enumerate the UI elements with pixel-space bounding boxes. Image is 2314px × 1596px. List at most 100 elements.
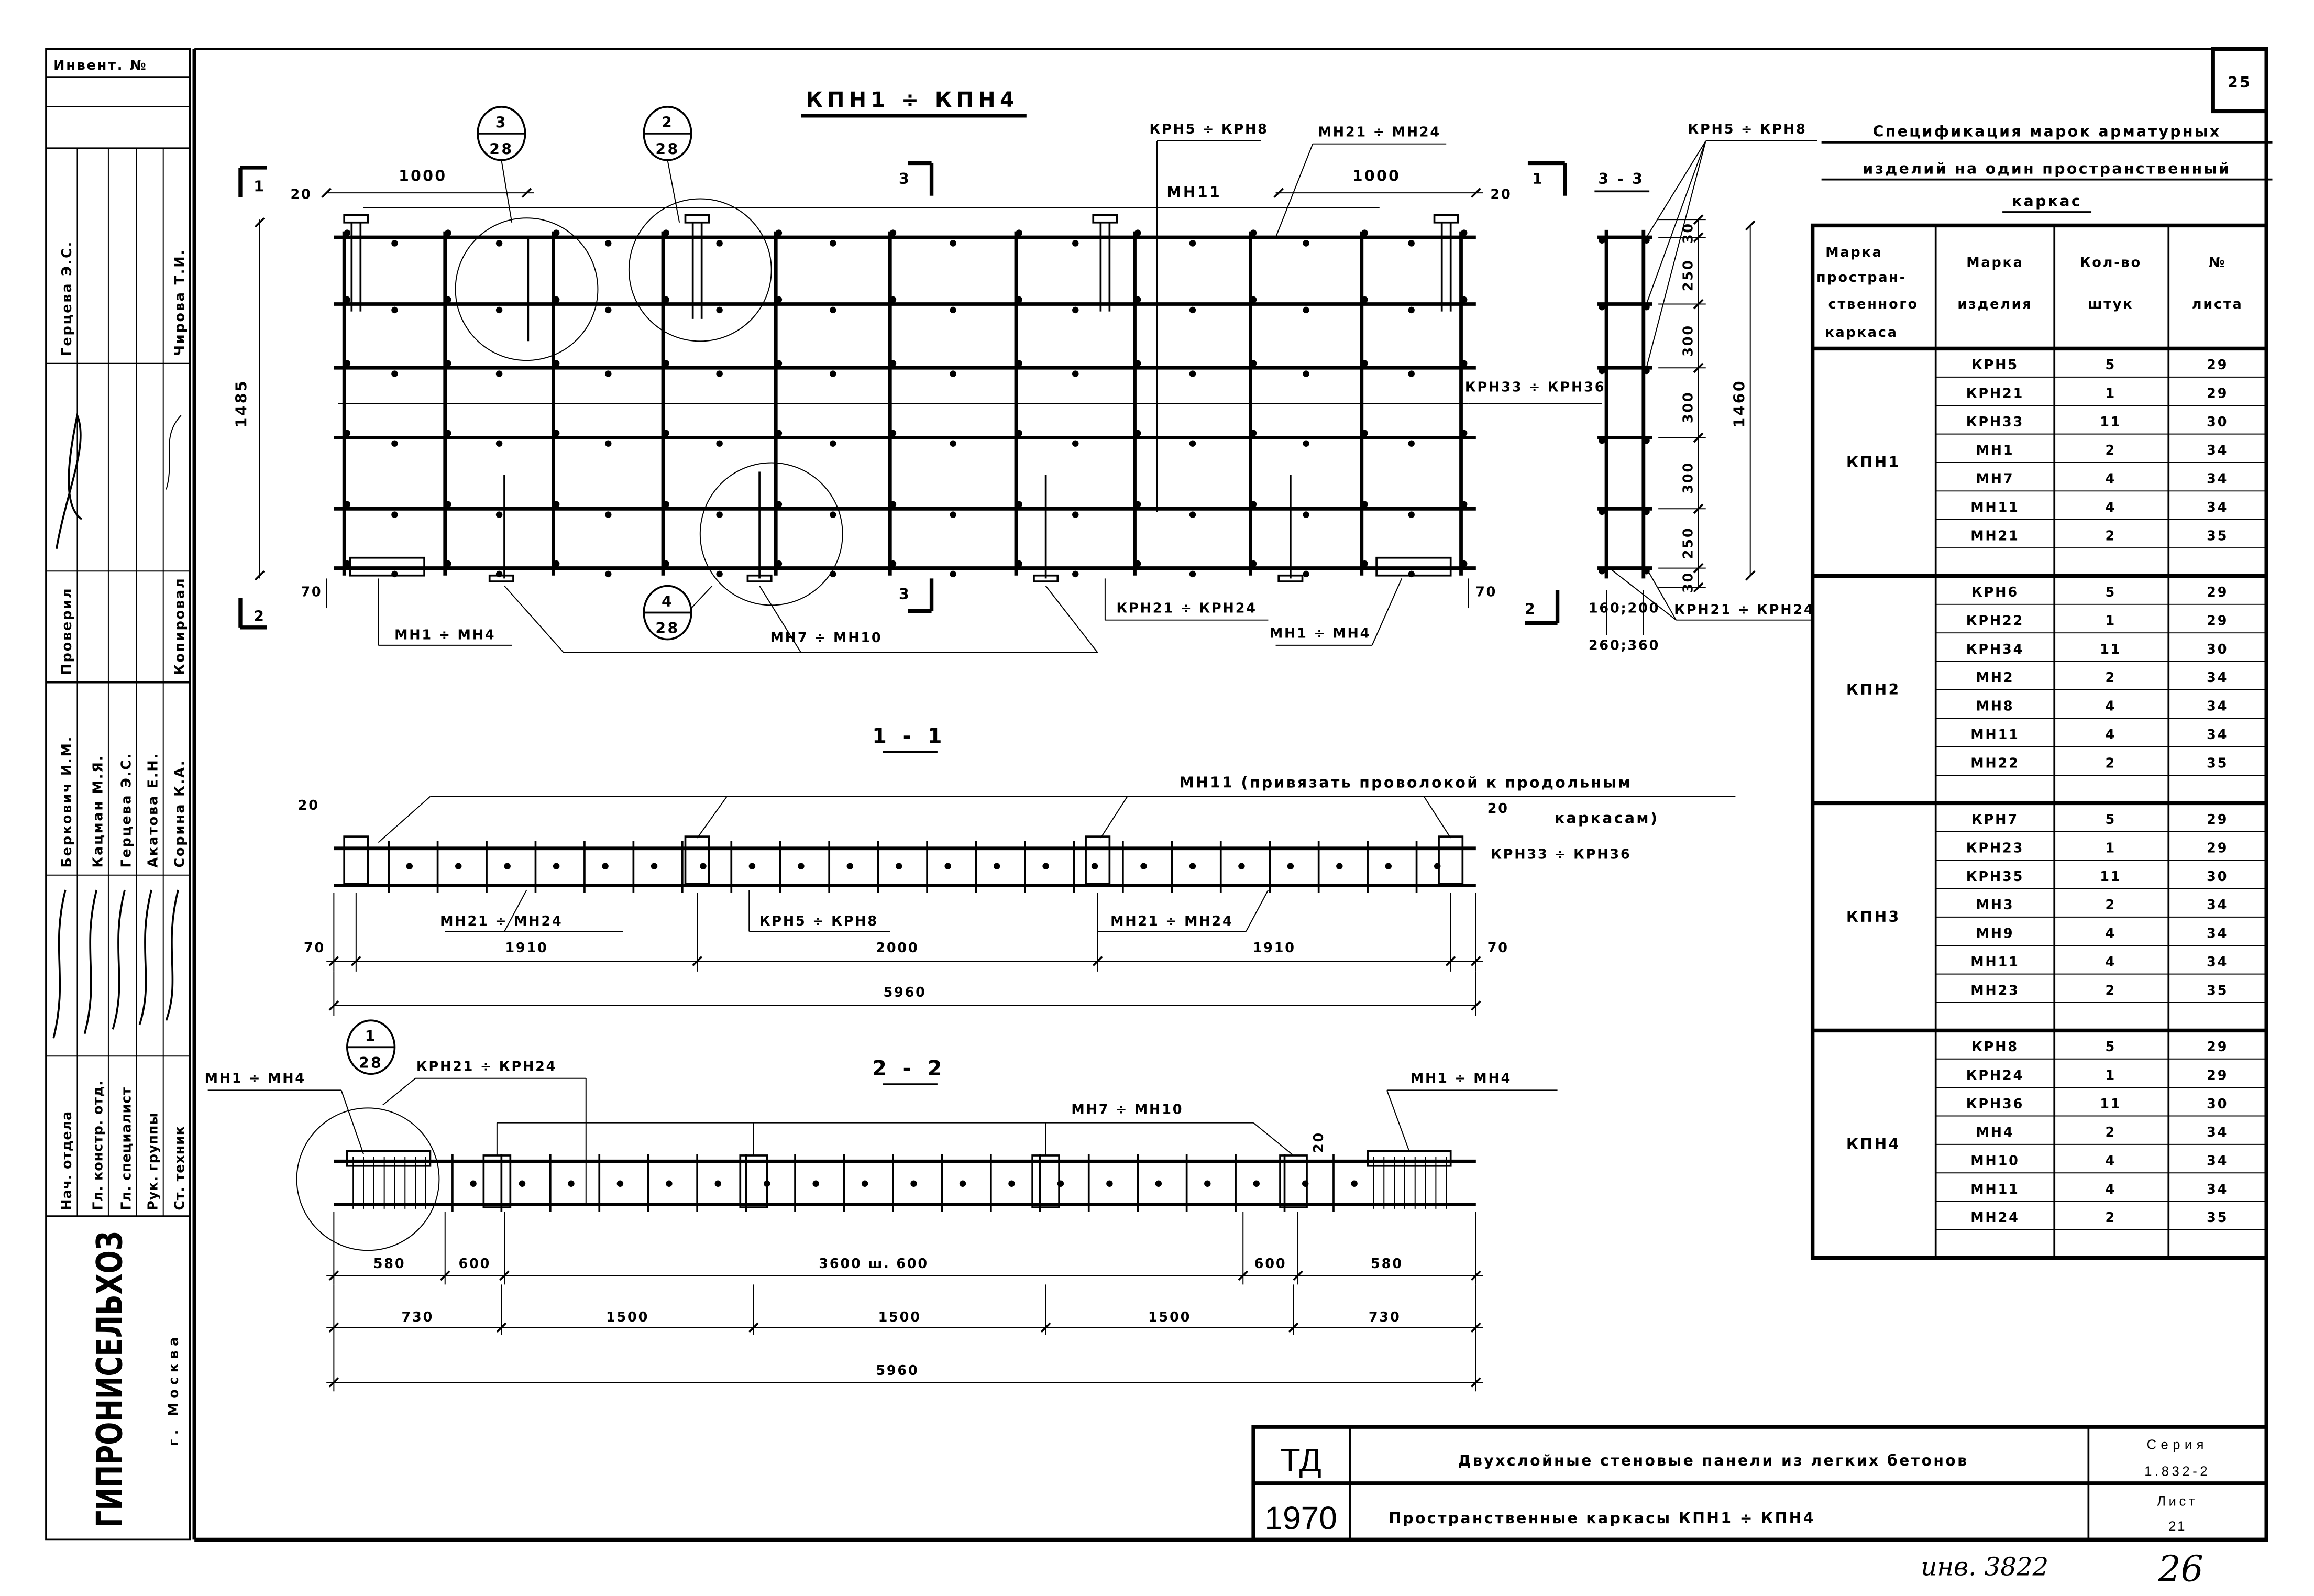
plan-view: КПН1 ÷ КПН4 3282284281233121000201000201… <box>233 88 1604 653</box>
item-qty: 4 <box>2106 1153 2117 1169</box>
item-mark: МН8 <box>1976 699 2014 714</box>
weld-dot <box>602 863 609 869</box>
weld-dot <box>775 229 783 236</box>
stamp-role: Ст. техник <box>172 1126 188 1210</box>
item-sheet: 34 <box>2207 1125 2228 1140</box>
weld-dot <box>1016 501 1022 508</box>
dimension-label: 160;200 <box>1589 601 1660 617</box>
dimension-label: 2000 <box>876 940 919 956</box>
dimension-label: 250 <box>1680 527 1696 559</box>
item-sheet: 30 <box>2207 414 2228 430</box>
weld-dot <box>1072 511 1079 518</box>
dimension-label: 1500 <box>1148 1309 1191 1325</box>
stamp-name: Акатова Е.Н. <box>145 752 161 868</box>
item-mark: КРН22 <box>1966 613 2024 629</box>
stamp-name: Беркович И.М. <box>59 735 75 868</box>
weld-dot <box>1189 306 1196 314</box>
sheet-title: Пространственные каркасы КПН1 ÷ КПН4 <box>1389 1510 1815 1527</box>
weld-dot <box>605 240 612 247</box>
weld-dot <box>663 360 669 367</box>
header-qty-line-1: Кол-во <box>2080 255 2142 271</box>
weld-dot <box>1016 229 1022 236</box>
weld-dot <box>1361 360 1368 367</box>
weld-dot <box>950 306 956 314</box>
weld-dot <box>1460 296 1468 303</box>
weld-dot <box>889 501 897 508</box>
mesh-plate <box>1277 574 1304 582</box>
item-sheet: 35 <box>2207 983 2228 998</box>
weld-dot <box>1134 360 1141 367</box>
weld-dot <box>950 511 956 518</box>
item-mark: МН1 <box>1976 443 2014 458</box>
section-mark-label: 1 <box>1532 170 1544 188</box>
spec-title-line-1: Спецификация марок арматурных <box>1873 123 2221 140</box>
weld-dot <box>1072 370 1079 377</box>
mesh-mn7 <box>1031 1154 1060 1208</box>
signature <box>165 889 179 1021</box>
item-qty: 5 <box>2106 357 2117 373</box>
header-sheet-line-2: листа <box>2192 296 2243 312</box>
label-mn11: МН11 <box>1166 184 1221 201</box>
dimension-label: 70 <box>304 940 325 956</box>
weld-dot <box>830 370 836 377</box>
item-sheet: 29 <box>2207 386 2228 401</box>
weld-dot <box>616 1180 624 1187</box>
item-mark: КРН24 <box>1966 1067 2024 1083</box>
label-krn21-krn24: КРН21 ÷ КРН24 <box>1116 601 1257 617</box>
signature <box>138 889 152 1026</box>
doc-year: 1970 <box>1264 1501 1337 1537</box>
weld-dot <box>445 430 451 437</box>
weld-dot <box>391 306 398 314</box>
dimension-label: 70 <box>301 584 322 600</box>
weld-dot <box>495 440 503 447</box>
sheet-number: 25 <box>2228 74 2252 91</box>
leader <box>504 585 565 653</box>
header-frame-line-3: ственного <box>1828 296 1919 312</box>
sheet-label: Лист <box>2157 1494 2198 1509</box>
section-1-1: 1 - 1 МН11 (привязать проволокой к продо… <box>298 724 1736 1016</box>
leader <box>697 796 728 839</box>
mesh-mn11 <box>343 835 369 885</box>
item-qty: 11 <box>2100 414 2121 430</box>
weld-dot <box>716 370 723 377</box>
leader <box>1423 796 1451 839</box>
weld-dot <box>1361 229 1368 236</box>
leader <box>1386 1090 1410 1151</box>
copier-top-name: Чирова Т.И. <box>172 248 188 356</box>
doc-code: ТД <box>1281 1443 1321 1479</box>
dimension-label: 70 <box>1487 940 1509 956</box>
weld-dot <box>1408 511 1415 518</box>
detail-circle <box>296 1107 440 1251</box>
section-2-2-title: 2 - 2 <box>872 1056 946 1081</box>
weld-dot <box>1303 306 1309 314</box>
weld-dot <box>716 570 723 578</box>
item-mark: МН7 <box>1976 471 2014 487</box>
callout-number: 3 <box>495 114 508 131</box>
leader <box>378 796 431 843</box>
item-qty: 1 <box>2106 1067 2117 1083</box>
section-mark-label: 3 <box>899 170 911 188</box>
label-mn21-mn24: МН21 ÷ МН24 <box>1110 913 1233 929</box>
weld-dot <box>605 440 612 447</box>
item-sheet: 30 <box>2207 869 2228 885</box>
weld-dot <box>775 430 783 437</box>
weld-dot <box>830 306 836 314</box>
header-frame-line-4: каркаса <box>1825 325 1898 340</box>
weld-dot <box>830 440 836 447</box>
weld-dot <box>716 511 723 518</box>
weld-dot <box>1250 501 1257 508</box>
label-krn21-krn24: КРН21 ÷ КРН24 <box>416 1059 557 1075</box>
frame-mark: КПН1 <box>1846 454 1901 471</box>
item-sheet: 29 <box>2207 1067 2228 1083</box>
item-qty: 4 <box>2106 926 2117 942</box>
weld-dot <box>1204 1180 1211 1187</box>
